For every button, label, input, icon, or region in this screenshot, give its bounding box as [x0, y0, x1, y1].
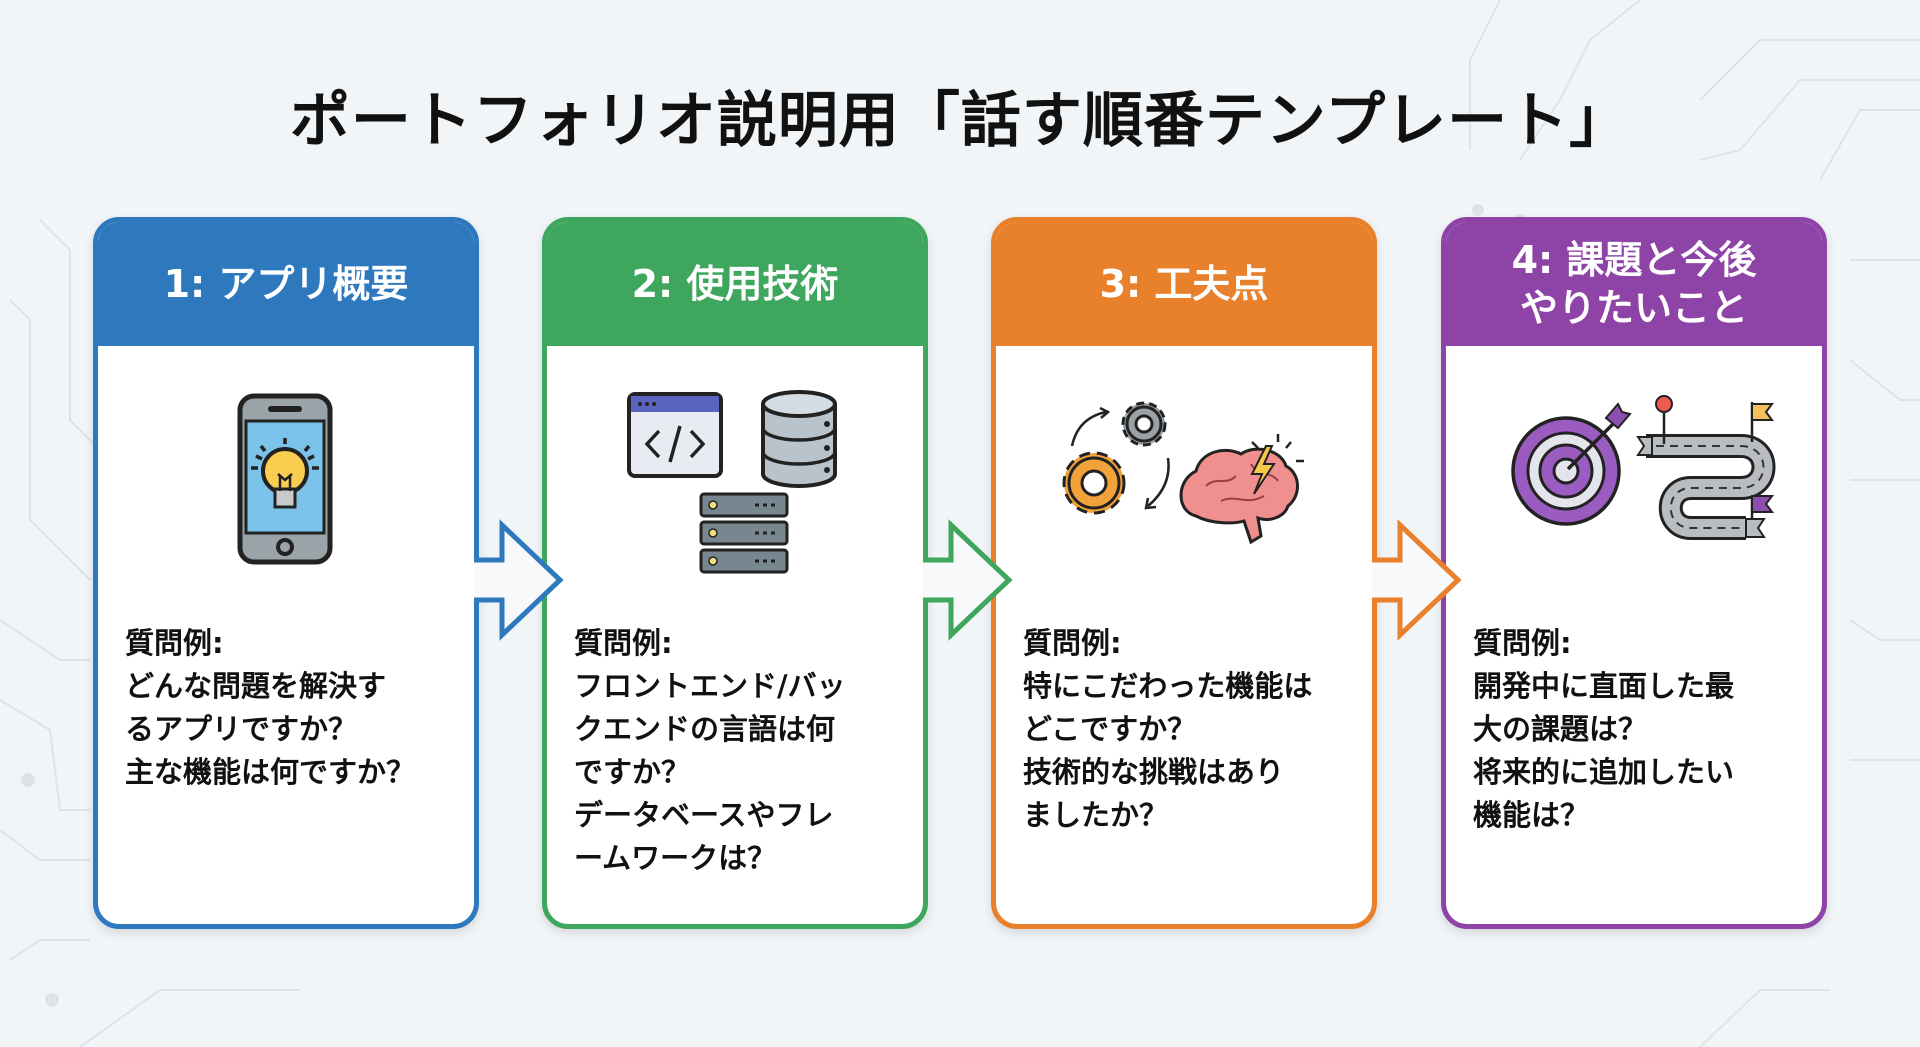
arrow-right-icon: [1372, 519, 1462, 641]
question-label: 質問例:: [574, 626, 673, 660]
question-text: 特にこだわった機能は どこですか？ 技術的な挑戦はあり ましたか？: [1023, 669, 1313, 832]
question-label: 質問例:: [1473, 626, 1572, 660]
step-header: 1: アプリ概要: [98, 222, 474, 346]
step-title: 3: 工夫点: [1099, 262, 1269, 306]
step-card-app-overview: 1: アプリ概要 質問例: どんな問題を解決す るアプリですか？ 主な機能は何で…: [93, 217, 479, 929]
gears-icon: [1062, 401, 1170, 515]
step-header: 4: 課題と今後 やりたいこと: [1446, 222, 1822, 346]
step-header: 3: 工夫点: [996, 222, 1372, 346]
roadmap-icon: [1636, 395, 1776, 540]
question-label: 質問例:: [1023, 626, 1122, 660]
question-examples: 質問例: 開発中に直面した最 大の課題は？ 将来的に追加したい 機能は？: [1473, 622, 1813, 837]
lightbulb-icon: [251, 438, 319, 509]
page-title: ポートフォリオ説明用「話す順番テンプレート」: [289, 86, 1631, 156]
server-icon: [699, 492, 789, 574]
step-header: 2: 使用技術: [547, 222, 923, 346]
step-card-tech-stack: 2: 使用技術 質問例: フロントエンド/バッ クエンドの言語は何 ですか？ デ…: [542, 217, 928, 929]
code-window-icon: [627, 392, 723, 478]
question-text: どんな問題を解決す るアプリですか？ 主な機能は何ですか？: [125, 669, 416, 789]
question-examples: 質問例: フロントエンド/バッ クエンドの言語は何 ですか？ データベースやフレ…: [574, 622, 914, 880]
question-examples: 質問例: 特にこだわった機能は どこですか？ 技術的な挑戦はあり ましたか？: [1023, 622, 1363, 837]
brain-icon: [1179, 434, 1304, 545]
arrow-right-icon: [474, 519, 564, 641]
question-text: 開発中に直面した最 大の課題は？ 将来的に追加したい 機能は？: [1473, 669, 1735, 832]
step-title: 4: 課題と今後 やりたいこと: [1511, 238, 1757, 330]
question-label: 質問例:: [125, 626, 224, 660]
step-card-ingenuity: 3: 工夫点 質問例: 特にこだわった機能は どこですか？ 技術的な挑戦: [991, 217, 1377, 929]
step-title: 2: 使用技術: [631, 262, 839, 306]
arrow-right-icon: [923, 519, 1013, 641]
step-title: 1: アプリ概要: [163, 262, 409, 306]
database-icon: [761, 390, 837, 488]
question-examples: 質問例: どんな問題を解決す るアプリですか？ 主な機能は何ですか？: [125, 622, 465, 794]
question-text: フロントエンド/バッ クエンドの言語は何 ですか？ データベースやフレ ームワー…: [574, 669, 846, 875]
step-card-challenges-future: 4: 課題と今後 やりたいこと 質問例: 開発中に直面した最 大の課題は？ 将来…: [1441, 217, 1827, 929]
target-icon: [1511, 402, 1632, 526]
